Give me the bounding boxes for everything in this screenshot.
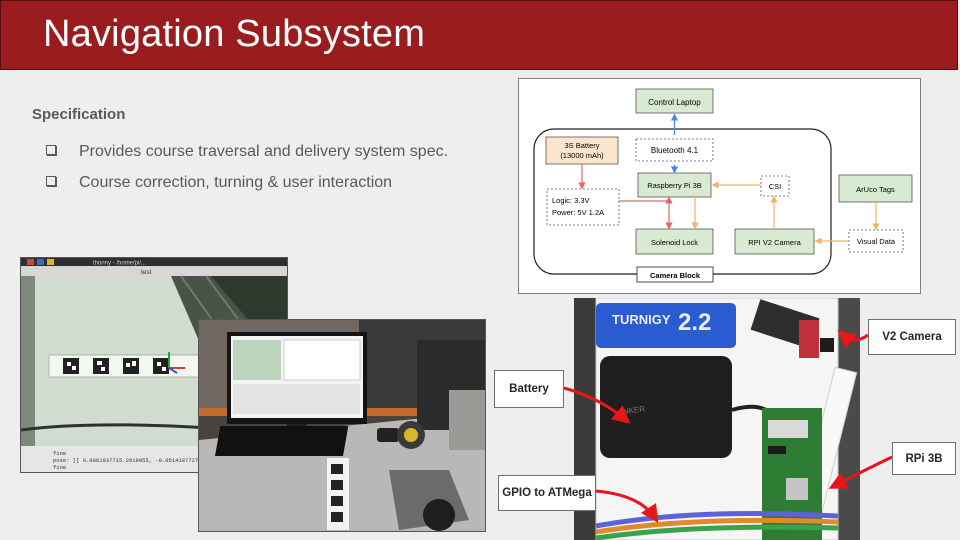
rpi-label: RPi 3B bbox=[892, 442, 956, 475]
v2-camera-label: V2 Camera bbox=[868, 319, 956, 355]
checkbox-bullet-icon bbox=[46, 145, 56, 155]
visual-data-label: Visual Data bbox=[857, 237, 896, 246]
camera-block-tag-label: Camera Block bbox=[650, 271, 701, 280]
csi-label: CSI bbox=[769, 182, 782, 191]
battery-label-line1: 3S Battery bbox=[564, 141, 599, 150]
title-bar: Navigation Subsystem bbox=[0, 0, 958, 70]
battery-block bbox=[545, 136, 619, 165]
logic-label: Logic: 3.3V bbox=[552, 196, 590, 205]
gpio-label: GPIO to ATMega bbox=[498, 475, 596, 511]
lipo-brand: TURNIGY bbox=[612, 312, 671, 327]
bullet-text: Course correction, turning & user intera… bbox=[79, 174, 393, 191]
power-label: Power: 5V 1.2A bbox=[552, 208, 604, 217]
camera-label: RPI V2 Camera bbox=[748, 238, 801, 247]
lipo-number: 2.2 bbox=[678, 309, 711, 336]
slide-title: Navigation Subsystem bbox=[43, 13, 426, 55]
terminal-output-line: fine bbox=[53, 464, 66, 471]
camera-block-tag bbox=[636, 266, 714, 283]
aruco-label: ArUco Tags bbox=[856, 185, 895, 194]
bluetooth-block bbox=[635, 138, 714, 162]
block-diagram: Control Laptop Bluetooth 4.1 3S Battery … bbox=[518, 78, 921, 294]
control-laptop-block bbox=[635, 88, 714, 114]
solenoid-block bbox=[635, 228, 714, 255]
camera-block bbox=[734, 228, 815, 255]
spec-bullet-list: Provides course traversal and delivery s… bbox=[46, 136, 456, 198]
rpi-block bbox=[637, 172, 712, 198]
power-to-rpi-line bbox=[619, 196, 673, 204]
bullet-text: Provides course traversal and delivery s… bbox=[79, 143, 449, 160]
workstation-photo bbox=[198, 319, 486, 532]
terminal-output-line: pose: [[ 0.0061937715.2919955, -0.051418… bbox=[53, 457, 198, 464]
terminal-output-line: fine bbox=[53, 450, 66, 457]
logic-power-block bbox=[546, 188, 620, 226]
battery-label-line2: (13000 mAh) bbox=[560, 151, 604, 160]
bluetooth-label: Bluetooth 4.1 bbox=[651, 146, 699, 155]
hardware-photo: TURNIGY 2.2 ANKER bbox=[574, 298, 860, 540]
bullet-item: Course correction, turning & user intera… bbox=[46, 167, 456, 198]
terminal-tab-label: thonny - /home/pi/... bbox=[93, 261, 146, 267]
solenoid-label: Solenoid Lock bbox=[651, 238, 698, 247]
window-title: test bbox=[141, 269, 152, 276]
aruco-block bbox=[838, 174, 913, 203]
checkbox-bullet-icon bbox=[46, 176, 56, 186]
battery-label: Battery bbox=[494, 370, 564, 408]
control-laptop-label: Control Laptop bbox=[648, 98, 701, 107]
bullet-item: Provides course traversal and delivery s… bbox=[46, 136, 456, 167]
spec-heading: Specification bbox=[32, 106, 126, 123]
rpi-label: Raspberry Pi 3B bbox=[647, 181, 702, 190]
